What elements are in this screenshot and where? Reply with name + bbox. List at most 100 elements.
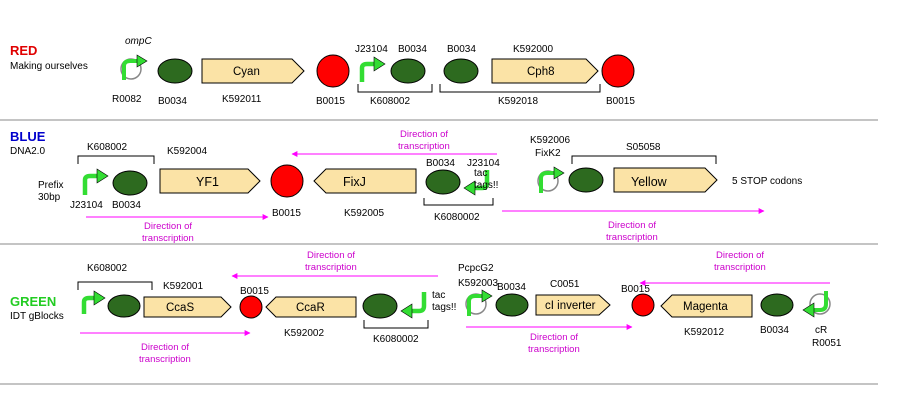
label-pcpcg2: PcpcG2 bbox=[458, 263, 494, 274]
cds-ccas bbox=[143, 296, 232, 318]
inducible-reverse-promoter-icon bbox=[802, 291, 831, 318]
label-k6080002: K6080002 bbox=[373, 334, 419, 345]
direction-label: transcription bbox=[528, 344, 580, 355]
label-b0034: B0034 bbox=[447, 44, 476, 55]
terminator-icon bbox=[631, 293, 655, 317]
bracket-k592018 bbox=[439, 84, 601, 93]
direction-label: Direction of bbox=[307, 250, 355, 261]
label-b0034: B0034 bbox=[497, 282, 526, 293]
terminator-icon bbox=[316, 54, 350, 88]
cds-label-yf1: YF1 bbox=[196, 175, 219, 189]
cds-label-magenta: Magenta bbox=[683, 301, 728, 313]
label-tags: tags!! bbox=[432, 302, 456, 313]
direction-label: transcription bbox=[606, 232, 658, 243]
label-tags: tags!! bbox=[474, 180, 498, 191]
rbs-icon bbox=[425, 169, 461, 195]
label-b0034: B0034 bbox=[426, 158, 455, 169]
label-k592004: K592004 bbox=[167, 146, 207, 157]
red-row: RED Making ourselves ompC R0082 B0034 Cy… bbox=[10, 36, 635, 107]
row-title-red: RED bbox=[10, 43, 37, 58]
direction-label: Direction of bbox=[144, 221, 192, 232]
label-b0015: B0015 bbox=[316, 96, 345, 107]
bracket-k6080002 bbox=[423, 198, 494, 206]
label-k592000: K592000 bbox=[513, 44, 553, 55]
label-j23104: J23104 bbox=[70, 200, 103, 211]
label-b0034: B0034 bbox=[112, 200, 141, 211]
label-b0034: B0034 bbox=[398, 44, 427, 55]
label-j23104: J23104 bbox=[467, 158, 500, 169]
label-k592012: K592012 bbox=[684, 327, 724, 338]
cds-cyan bbox=[201, 58, 305, 84]
label-k6080002: K6080002 bbox=[434, 212, 480, 223]
rbs-icon bbox=[107, 294, 141, 318]
inducible-promoter-icon bbox=[120, 54, 148, 80]
bracket-k608002 bbox=[77, 281, 153, 290]
label-b0034: B0034 bbox=[158, 96, 187, 107]
reverse-promoter-icon bbox=[400, 292, 427, 319]
label-r0082: R0082 bbox=[112, 94, 142, 105]
label-b0015: B0015 bbox=[621, 284, 650, 295]
terminator-icon bbox=[239, 295, 263, 319]
direction-label: Direction of bbox=[716, 250, 764, 261]
rbs-icon bbox=[112, 170, 148, 196]
label-b0015: B0015 bbox=[272, 208, 301, 219]
label-b0015: B0015 bbox=[240, 286, 269, 297]
terminator-icon bbox=[601, 54, 635, 88]
rbs-icon bbox=[495, 293, 529, 317]
blue-row: BLUE DNA2.0 Prefix 30bp K608002 J23104 B… bbox=[10, 129, 802, 244]
inducible-promoter-icon bbox=[537, 166, 565, 193]
rbs-icon bbox=[568, 167, 604, 193]
row-subtitle-red: Making ourselves bbox=[10, 61, 88, 72]
cds-yf1 bbox=[159, 168, 261, 194]
rbs-icon bbox=[443, 58, 479, 84]
label-prefix: Prefix bbox=[38, 180, 64, 191]
reverse-promoter-icon bbox=[463, 170, 490, 196]
label-tac: tac bbox=[474, 168, 487, 179]
row-title-blue: BLUE bbox=[10, 129, 46, 144]
direction-label: Direction of bbox=[530, 332, 578, 343]
label-c0051: C0051 bbox=[550, 279, 580, 290]
row-subtitle-green: IDT gBlocks bbox=[10, 311, 64, 322]
label-fixk2: FixK2 bbox=[535, 148, 561, 159]
label-stop-codons: 5 STOP codons bbox=[732, 176, 802, 187]
cds-label-ci-inverter: cI inverter bbox=[545, 300, 596, 312]
bracket-k608002 bbox=[357, 84, 433, 93]
direction-label: transcription bbox=[139, 354, 191, 365]
label-j23104: J23104 bbox=[355, 44, 388, 55]
label-k592005: K592005 bbox=[344, 208, 384, 219]
cds-magenta bbox=[660, 294, 753, 318]
terminator-icon bbox=[270, 164, 304, 198]
promoter-icon bbox=[359, 56, 386, 82]
label-k592003: K592003 bbox=[458, 278, 498, 289]
label-b0015: B0015 bbox=[606, 96, 635, 107]
direction-label: transcription bbox=[398, 141, 450, 152]
rbs-icon bbox=[390, 58, 426, 84]
cds-label-cph8: Cph8 bbox=[527, 66, 555, 78]
direction-label: Direction of bbox=[141, 342, 189, 353]
cds-ci-inverter bbox=[535, 294, 611, 316]
label-cr: cR bbox=[815, 325, 827, 336]
direction-label: transcription bbox=[714, 262, 766, 273]
label-k608002: K608002 bbox=[87, 263, 127, 274]
direction-label: transcription bbox=[305, 262, 357, 273]
row-title-green: GREEN bbox=[10, 294, 56, 309]
cds-label-fixj: FixJ bbox=[343, 175, 366, 189]
rbs-icon bbox=[157, 58, 193, 84]
label-k608002: K608002 bbox=[370, 96, 410, 107]
label-k608002: K608002 bbox=[87, 142, 127, 153]
cds-label-ccar: CcaR bbox=[296, 302, 325, 314]
label-k592006: K592006 bbox=[530, 135, 570, 146]
label-k592001: K592001 bbox=[163, 281, 203, 292]
cds-label-cyan: Cyan bbox=[233, 66, 260, 78]
label-tac: tac bbox=[432, 290, 445, 301]
inducible-promoter-icon bbox=[465, 289, 493, 316]
row-subtitle-blue: DNA2.0 bbox=[10, 146, 45, 157]
bracket-k6080002 bbox=[363, 320, 429, 329]
cds-cph8 bbox=[491, 58, 599, 84]
promoter-icon bbox=[82, 168, 109, 195]
cds-ccar bbox=[265, 296, 357, 318]
cds-fixj bbox=[313, 168, 417, 194]
label-b0034: B0034 bbox=[760, 325, 789, 336]
bracket-s05058 bbox=[571, 155, 717, 164]
